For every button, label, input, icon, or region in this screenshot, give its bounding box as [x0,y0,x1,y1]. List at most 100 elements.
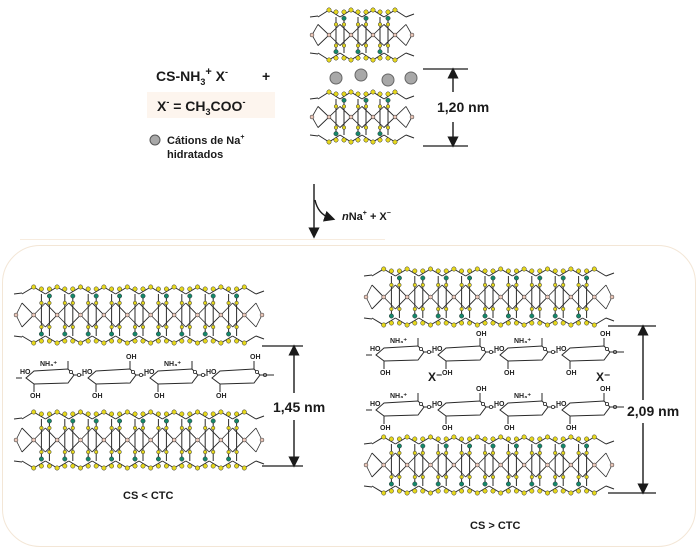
oxygen-atom [132,449,138,455]
oxygen-atom [474,322,480,328]
aluminum-atom [475,294,480,300]
oxygen-atom [101,284,107,290]
oxygen-atom [241,284,247,290]
aluminum-atom [309,114,315,120]
silicon-atom [537,275,543,281]
silicon-atom [234,418,240,424]
silicon-atom [377,131,383,137]
oxygen-atom [474,490,480,496]
oxygen-atom [38,463,44,469]
silicon-atom [226,331,232,337]
chain-group-label: OH [476,331,487,338]
silicon-atom [155,331,161,337]
oxygen-atom [514,282,519,288]
oxygen-atom [179,449,184,455]
aluminum-atom [370,32,376,38]
oxygen-atom [333,55,339,61]
oxygen-atom [38,338,44,344]
oxygen-atom [333,91,339,97]
oxygen-atom [39,324,44,330]
aluminum-atom [475,462,480,468]
oxygen-atom [545,490,550,496]
oxygen-atom [62,338,68,344]
oxygen-atom [436,474,441,480]
aluminum-atom [545,462,550,468]
silicon-atom [38,331,44,337]
oxygen-atom [436,306,441,312]
oxygen-atom [109,324,114,330]
glucosamine-ring [561,400,611,417]
oxygen-atom [482,450,488,456]
chain-group-label: OH [380,425,391,432]
oxygen-atom [94,449,99,455]
oxygen-atom [420,436,426,442]
clay-layer-right-lower [363,434,615,496]
glucosamine-ring [437,400,487,417]
oxygen-atom [132,286,138,292]
oxygen-atom [78,409,83,415]
oxygen-atom [506,474,511,480]
chain-group-label: NH₃⁺ [390,338,407,345]
silicon-atom [513,275,519,281]
oxygen-atom [86,324,91,330]
oxygen-atom [218,409,224,415]
anion-label-left: X⁻ [428,370,442,384]
silicon-atom [179,456,185,462]
oxygen-atom [226,300,231,306]
oxygen-atom [436,450,441,456]
oxygen-atom [218,465,224,471]
oxygen-atom [388,268,394,274]
oxygen-atom [117,286,123,292]
oxygen-atom [117,300,122,306]
aluminum-atom [125,312,130,318]
oxygen-atom [397,450,402,456]
oxygen-atom [333,22,339,27]
oxygen-atom [124,340,130,346]
aluminum-atom [404,462,410,468]
condition-right: CS > CTC [470,520,520,532]
oxygen-atom [355,9,361,15]
oxygen-atom [148,465,154,471]
oxygen-atom [412,436,418,442]
oxygen-atom [561,306,566,312]
chain-group-label: HO [144,369,155,376]
hydrated-cation-legend-icon [149,134,161,146]
oxygen-atom [467,474,472,480]
chain-group-label: NH₃⁺ [164,361,181,368]
oxygen-atom [490,488,496,494]
oxygen-atom [591,434,597,440]
oxygen-atom [392,57,398,63]
oxygen-atom [164,449,169,455]
oxygen-atom [459,488,465,494]
oxygen-atom [202,286,208,292]
oxygen-atom [591,266,597,272]
oxygen-atom [397,306,402,312]
oxygen-atom [385,91,391,97]
released-species: nNa+ + X− [342,210,391,223]
oxygen-atom [412,488,418,494]
oxygen-atom [412,320,418,326]
aluminum-atom [409,32,415,38]
oxygen-atom [164,425,169,431]
oxygen-atom [363,9,369,15]
silicon-atom [385,97,391,103]
silicon-atom [117,418,123,424]
oxygen-atom [370,139,376,145]
oxygen-atom [46,411,52,417]
oxygen-atom [505,320,511,326]
oxygen-atom [576,488,582,494]
silicon-atom [505,481,511,487]
oxygen-atom [218,284,224,290]
chain-group-label: HO [370,346,381,353]
oxygen-atom [381,490,387,496]
oxygen-atom [31,409,37,415]
oxygen-atom [537,488,543,494]
oxygen-atom [70,300,75,306]
silicon-atom [62,456,68,462]
oxygen-atom [46,338,52,344]
aluminum-atom [195,312,200,318]
oxygen-atom [490,474,496,480]
oxygen-atom [513,436,519,442]
oxygen-atom [124,465,130,471]
oxygen-atom [482,282,488,288]
